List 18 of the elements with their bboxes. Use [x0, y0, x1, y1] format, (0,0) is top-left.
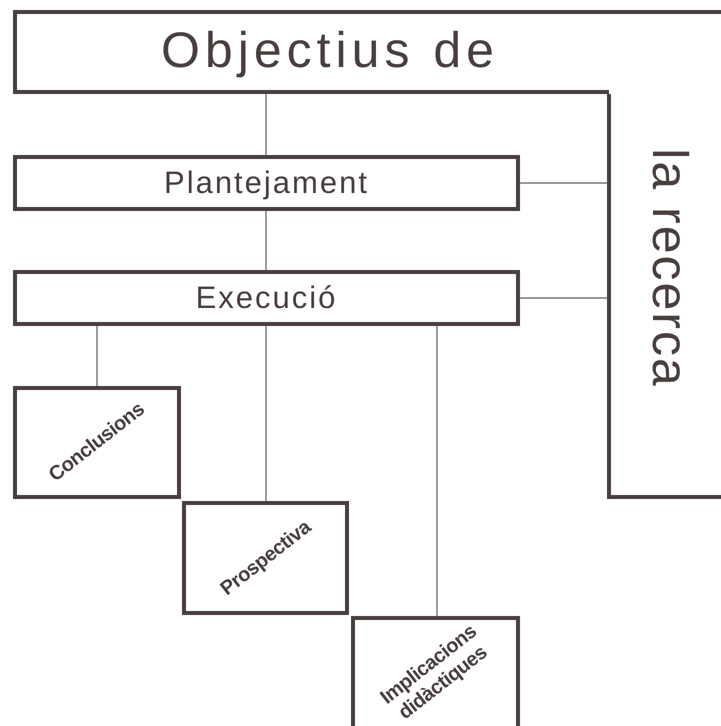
- connector-line: [520, 182, 609, 184]
- connector-line: [96, 324, 98, 386]
- connector-line: [520, 297, 609, 299]
- connector-line: [265, 94, 267, 155]
- connector-line: [265, 209, 267, 270]
- title-text: Objectius de: [160, 22, 500, 78]
- process-box: [13, 155, 520, 211]
- process-box: [13, 270, 520, 326]
- process-box: [182, 501, 349, 615]
- box-label: Plantejament: [164, 165, 369, 201]
- connector-line: [436, 324, 438, 616]
- frame-side-bar: [607, 94, 721, 499]
- connector-line: [265, 324, 267, 501]
- process-box: [13, 386, 181, 499]
- title-text: la recerca: [642, 147, 698, 390]
- box-label: Execució: [196, 280, 338, 316]
- process-box: [351, 616, 520, 726]
- frame-top-bar: [13, 10, 721, 96]
